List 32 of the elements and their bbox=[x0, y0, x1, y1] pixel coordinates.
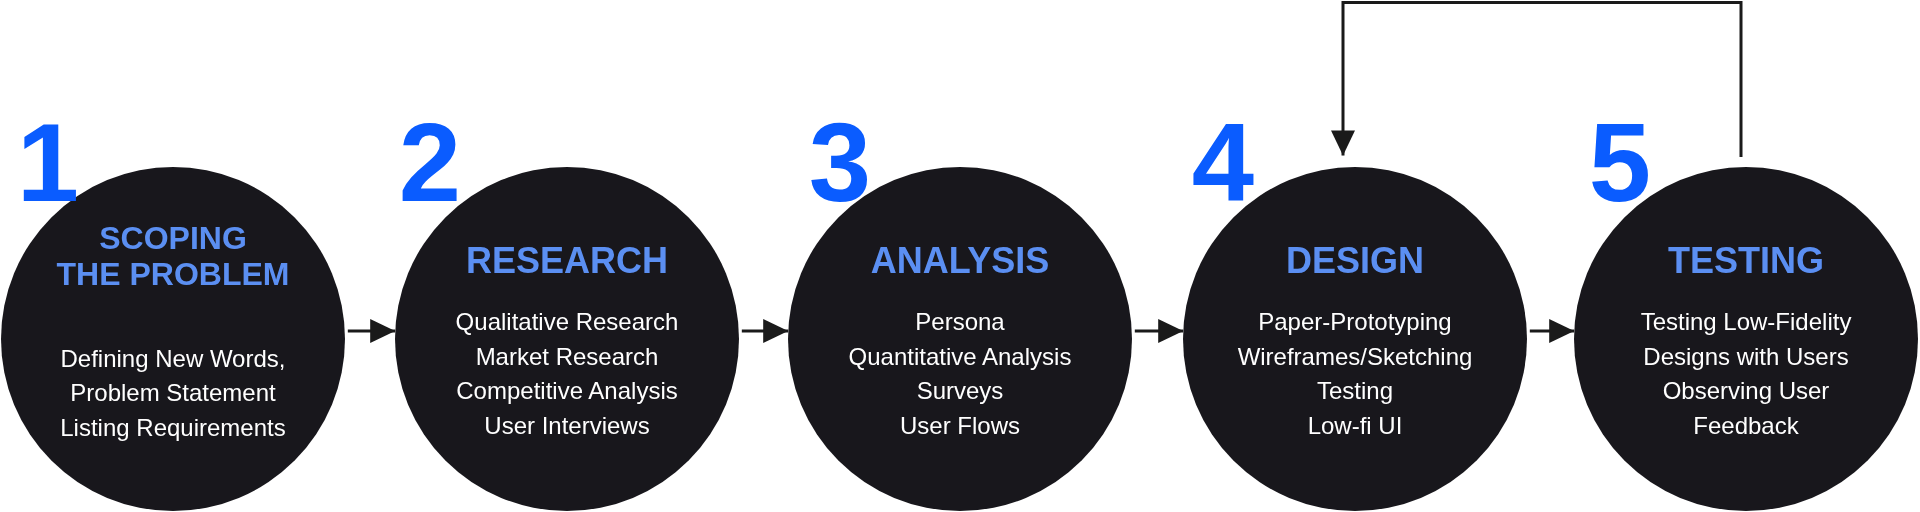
step-title: DESIGN bbox=[1286, 241, 1424, 282]
step-detail: Defining New Words, bbox=[60, 343, 286, 374]
step-detail: Observing User Feedback bbox=[1661, 376, 1831, 441]
step-detail: Surveys bbox=[916, 376, 1004, 407]
step-detail: Paper-Prototyping bbox=[1258, 307, 1452, 338]
step-detail: Competitive Analysis bbox=[456, 376, 678, 407]
step-title: SCOPING THE PROBLEM bbox=[56, 221, 290, 293]
step-number: 1 bbox=[16, 123, 80, 204]
step-detail: User Interviews bbox=[484, 410, 650, 441]
step-detail: Quantitative Analysis bbox=[848, 341, 1072, 372]
step-detail: Persona bbox=[915, 307, 1005, 338]
step-number: 2 bbox=[398, 123, 462, 204]
loop-arrow bbox=[1331, 1, 1743, 158]
step-number: 4 bbox=[1191, 123, 1255, 204]
step-detail: User Flows bbox=[900, 410, 1020, 441]
step-detail: Testing Low-Fidelity Designs with Users bbox=[1639, 307, 1853, 372]
step-number: 5 bbox=[1588, 123, 1652, 204]
step-title: ANALYSIS bbox=[870, 241, 1050, 282]
step-detail: Listing Requirements bbox=[60, 412, 286, 443]
step-detail: Problem Statement bbox=[70, 378, 276, 409]
step-detail: Wireframes/Sketching bbox=[1237, 341, 1473, 372]
arrow bbox=[1529, 319, 1575, 343]
step-detail: Low-fi UI bbox=[1307, 410, 1403, 441]
step-title: TESTING bbox=[1668, 241, 1824, 282]
step-detail: Testing bbox=[1316, 376, 1393, 407]
arrow bbox=[1134, 319, 1184, 343]
arrow bbox=[741, 319, 789, 343]
step-title: RESEARCH bbox=[466, 241, 668, 282]
arrow bbox=[347, 319, 396, 343]
step-detail: Market Research bbox=[475, 341, 659, 372]
step-number: 3 bbox=[808, 123, 872, 204]
step-detail: Qualitative Research bbox=[455, 307, 679, 338]
